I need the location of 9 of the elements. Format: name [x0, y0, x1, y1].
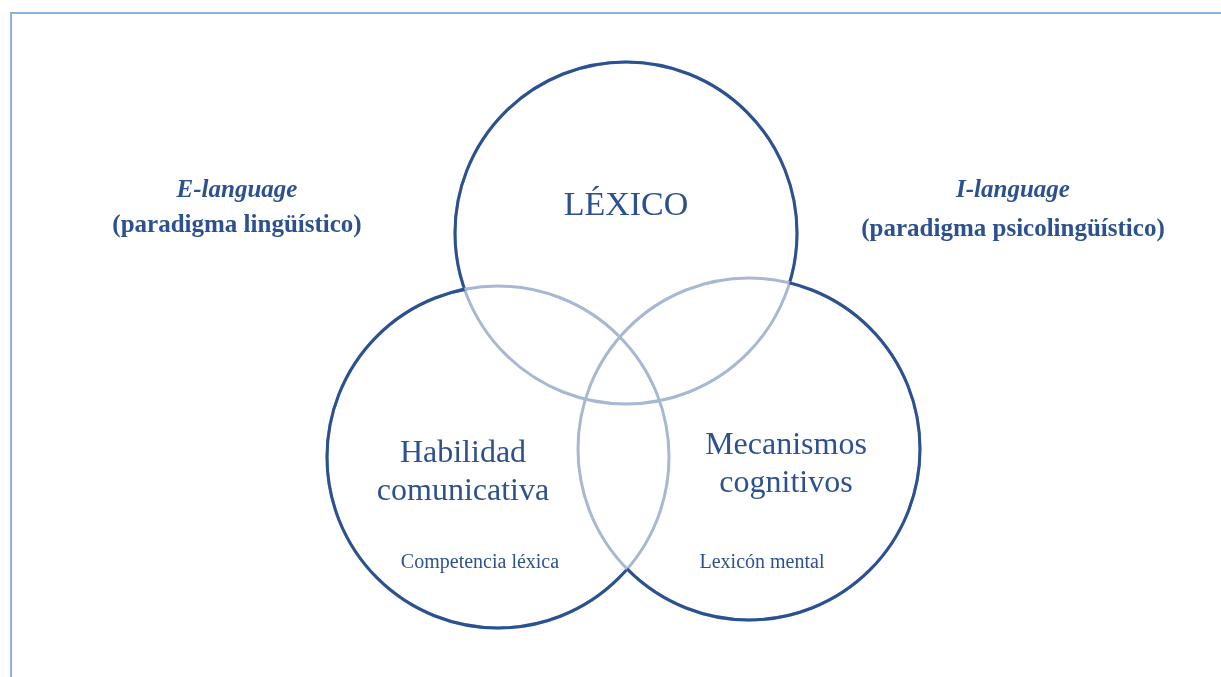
paradigm-heading: E-language — [176, 175, 298, 203]
circle-label: LÉXICO — [562, 183, 690, 224]
paradigm-heading: I-language — [956, 175, 1070, 203]
circle-label: Habilidad comunicativa — [375, 431, 551, 509]
circle-label: Mecanismos cognitivos — [704, 423, 868, 501]
paradigm-description: (paradigma psicolingüístico) — [861, 214, 1165, 242]
circle-sublabel: Competencia léxica — [399, 549, 561, 573]
paradigm-description: (paradigma lingüístico) — [112, 210, 362, 238]
circle-sublabel: Lexicón mental — [698, 549, 826, 573]
